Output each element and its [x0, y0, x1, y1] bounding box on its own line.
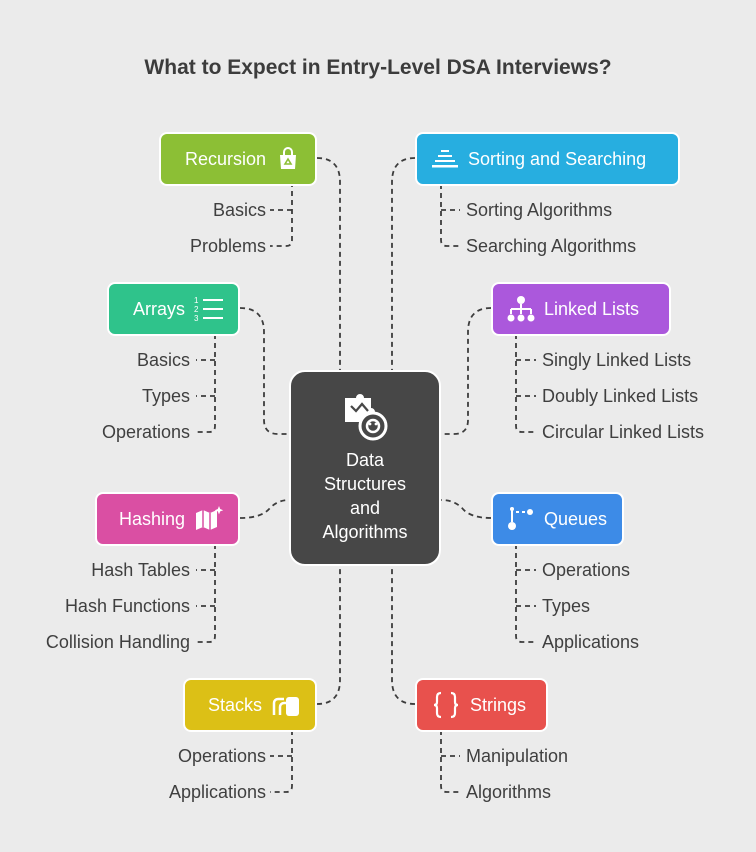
branch-label: Queues: [544, 508, 608, 529]
list-item: Operations: [177, 746, 266, 766]
connector-line: [196, 334, 216, 433]
center-label: Data Structures and Algorithms: [291, 448, 439, 544]
branch-label: Hashing: [118, 508, 185, 529]
branch-recursion: Recursion: [159, 132, 317, 186]
list-item: Basics: [136, 350, 190, 370]
connector-line: [515, 334, 536, 433]
recycle-bag-icon: [275, 146, 301, 172]
branch-label: Stacks: [207, 694, 262, 715]
puzzle-gear-icon: [339, 392, 391, 449]
list-item: Algorithms: [466, 782, 552, 802]
connector-line: [440, 184, 460, 247]
list-item: Sorting Algorithms: [466, 200, 613, 220]
connector-line: [440, 499, 492, 519]
list-item: Operations: [101, 422, 190, 442]
connector-line: [239, 307, 289, 435]
list-item: Manipulation: [466, 746, 569, 766]
list-item: Doubly Linked Lists: [542, 386, 699, 406]
list-item: Types: [141, 386, 190, 406]
connector-line: [239, 499, 290, 519]
list-item: Circular Linked Lists: [542, 422, 705, 442]
center-label-line: Data: [345, 450, 385, 470]
tree-nodes-icon: [507, 295, 535, 323]
branch-stacks: Stacks: [183, 678, 317, 732]
branch-queues: Queues: [491, 492, 624, 546]
list-item: Basics: [212, 200, 266, 220]
connector-line: [270, 182, 293, 247]
branch-label: Sorting and Searching: [468, 148, 647, 169]
connector-line: [391, 157, 416, 370]
list-item: Applications: [168, 782, 266, 802]
center-label-line: and: [349, 498, 381, 518]
branch-linked-lists: Linked Lists: [491, 282, 671, 336]
layers-icon: [431, 146, 459, 172]
queue-flow-icon: [507, 505, 535, 533]
list-item: Problems: [189, 236, 266, 256]
list-item: Collision Handling: [45, 632, 190, 652]
page-title: What to Expect in Entry-Level DSA Interv…: [144, 56, 612, 79]
list-item: Singly Linked Lists: [542, 350, 692, 370]
branch-strings: Strings: [415, 678, 548, 732]
map-sparkle-icon: [194, 505, 224, 533]
branch-label: Strings: [470, 694, 527, 715]
connector-line: [316, 566, 341, 705]
svg-text:2: 2: [194, 305, 199, 314]
connector-line: [316, 157, 341, 370]
center-node: Data Structures and Algorithms: [289, 370, 441, 566]
list-item: Searching Algorithms: [466, 236, 637, 256]
list-item: Types: [542, 596, 591, 616]
center-label-line: Algorithms: [322, 522, 408, 542]
branch-sorting-and-searching: Sorting and Searching: [415, 132, 680, 186]
list-item: Hash Tables: [91, 560, 190, 580]
connector-line: [440, 730, 460, 793]
svg-text:1: 1: [194, 296, 199, 305]
list-item: Hash Functions: [64, 596, 190, 616]
list-item: Applications: [542, 632, 640, 652]
stacked-cards-icon: [271, 691, 301, 719]
connector-line: [270, 730, 293, 793]
braces-icon: [431, 690, 461, 720]
branch-hashing: Hashing: [95, 492, 240, 546]
branch-label: Arrays: [132, 298, 185, 319]
connector-line: [515, 544, 536, 643]
center-label-line: Structures: [323, 474, 407, 494]
connector-line: [391, 566, 416, 705]
connector-line: [196, 544, 216, 643]
branch-label: Recursion: [184, 148, 266, 169]
connector-line: [441, 307, 492, 435]
svg-text:3: 3: [194, 314, 199, 323]
list-item: Operations: [542, 560, 631, 580]
branch-label: Linked Lists: [544, 298, 640, 319]
